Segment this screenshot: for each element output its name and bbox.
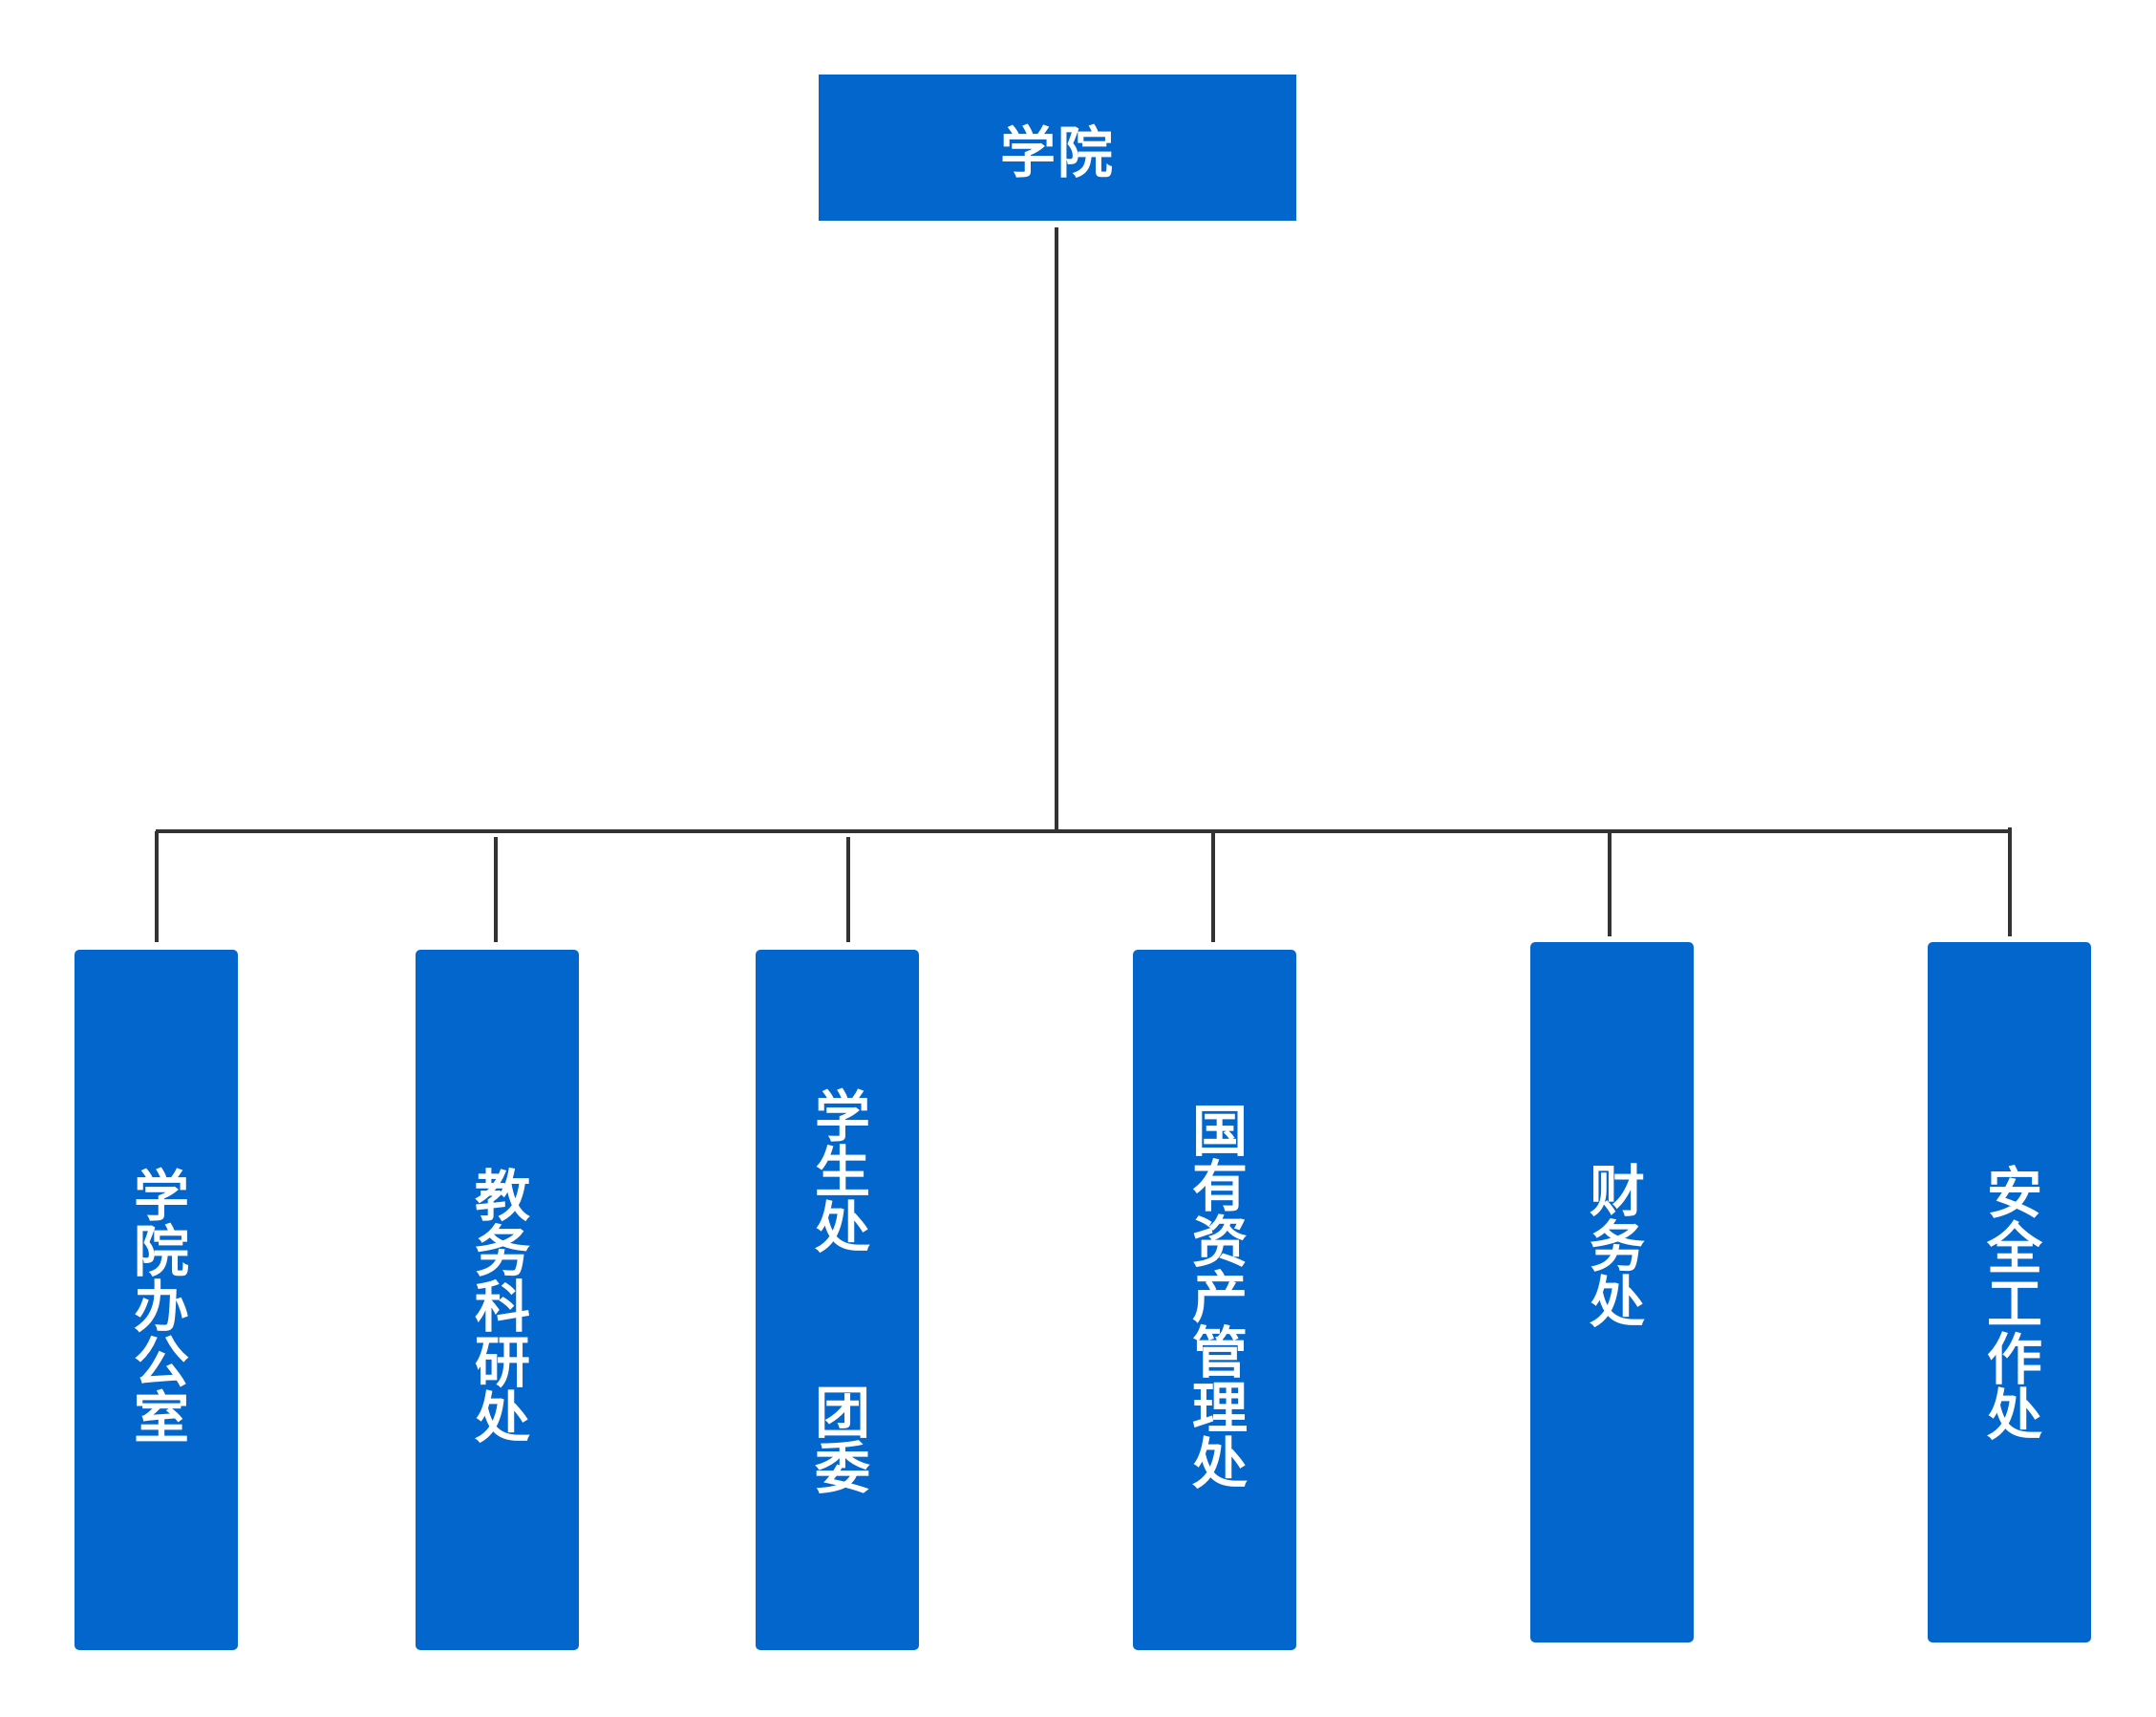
child-node-label: 国有资产管理处 (1183, 1101, 1248, 1490)
child-node-label: 教务科研处 (465, 1166, 530, 1444)
child-node-label: 安全工作处 (1977, 1163, 2042, 1441)
child-node-student-affairs: 学生处 团委 (756, 950, 919, 1650)
child-node-state-assets: 国有资产管理处 (1133, 950, 1296, 1650)
child-node-label: 学生处 团委 (805, 1086, 870, 1494)
child-node-office: 学院办公室 (75, 950, 238, 1650)
child-node-security: 安全工作处 (1928, 942, 2091, 1642)
child-node-finance: 财务处 (1530, 942, 1694, 1642)
child-node-label: 学院办公室 (124, 1166, 189, 1444)
child-node-academic-affairs: 教务科研处 (416, 950, 579, 1650)
root-node-label: 学院 (999, 119, 1115, 185)
root-node: 学院 (819, 75, 1296, 221)
child-node-label: 财务处 (1580, 1161, 1645, 1328)
